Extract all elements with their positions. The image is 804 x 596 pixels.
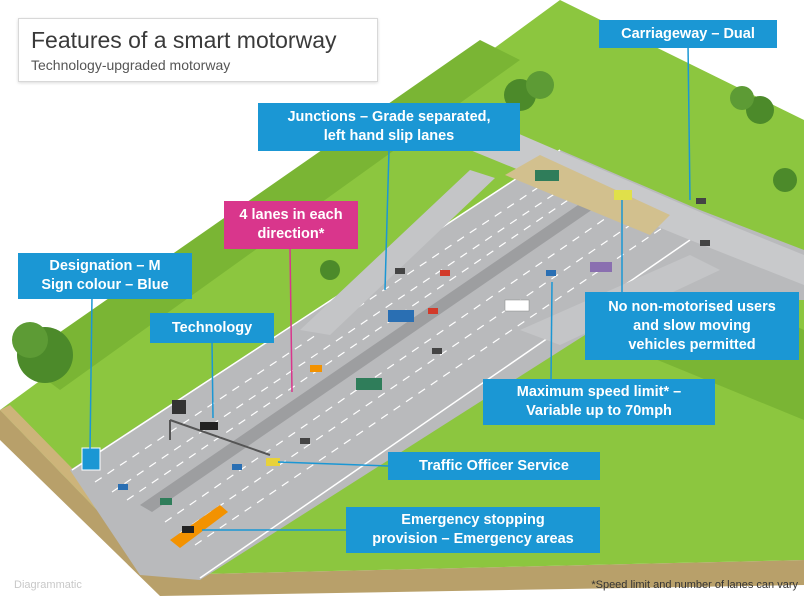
diagrammatic-watermark: Diagrammatic [14, 579, 82, 591]
page-title: Features of a smart motorway [31, 27, 337, 53]
callout-designation: Designation – M Sign colour – Blue [18, 253, 192, 299]
main-carriageway [70, 150, 804, 580]
callout-carriageway: Carriageway – Dual [599, 20, 777, 48]
callout-emergency: Emergency stopping provision – Emergency… [346, 507, 600, 553]
callout-traffic-officer: Traffic Officer Service [388, 452, 600, 480]
vehicles [118, 170, 710, 533]
central-reserve [140, 190, 612, 512]
callout-lanes: 4 lanes in each direction* [224, 201, 358, 249]
callout-non-motorised: No non-motorised users and slow moving v… [585, 292, 799, 360]
page-subtitle: Technology-upgraded motorway [31, 57, 231, 73]
footnote: *Speed limit and number of lanes can var… [591, 579, 798, 591]
emergency-area [170, 505, 228, 548]
title-box: Features of a smart motorway Technology-… [18, 18, 378, 82]
pointer-lines [89, 43, 691, 531]
motorway-sign [81, 447, 101, 471]
callout-junctions: Junctions – Grade separated, left hand s… [258, 103, 520, 151]
gantry [169, 419, 271, 456]
callout-speed: Maximum speed limit* – Variable up to 70… [483, 379, 715, 425]
slip-road-left [300, 170, 495, 335]
trees [12, 71, 797, 383]
ground-block-side [0, 410, 804, 596]
callout-technology: Technology [150, 313, 274, 343]
